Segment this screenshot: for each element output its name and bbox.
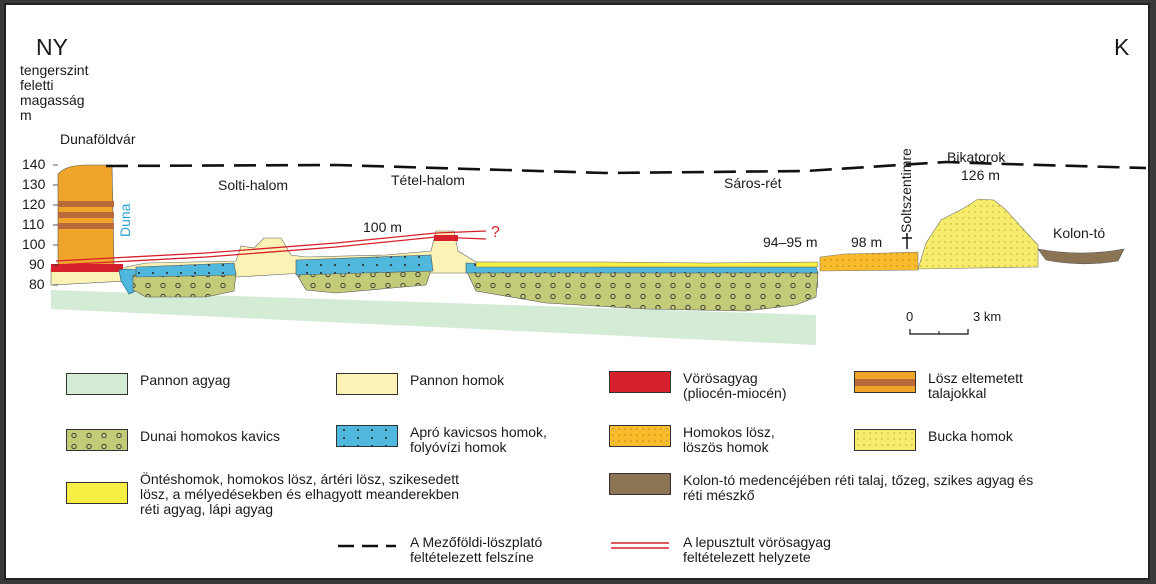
place-bikatorok: Bikatorok	[947, 150, 1005, 165]
legend-label: Pannon homok	[410, 373, 504, 388]
axis-title-line-4: m	[20, 108, 88, 123]
legend-label: Vörösagyag (pliocén-miocén)	[683, 371, 786, 401]
axis-title: tengerszint feletti magasság m	[20, 63, 88, 123]
axis-title-line-3: magasság	[20, 93, 88, 108]
place-saros-ret: Sáros-rét	[724, 176, 782, 191]
place-soltszentimre: Soltszentimre	[899, 148, 914, 233]
gravel-lens-saros	[466, 270, 818, 311]
elevation-saros: 94–95 m	[763, 235, 817, 250]
legend-bucka-homok: Bucka homok	[854, 429, 1013, 451]
swatch-homokos-losz	[609, 425, 671, 447]
legend-label: Pannon agyag	[140, 373, 230, 388]
legend-homokos-losz: Homokos lösz, löszös homok	[609, 425, 775, 455]
elevation-tetel: 100 m	[363, 220, 402, 235]
y-tick-label: 140	[22, 157, 45, 172]
swatch-pannon-homok	[336, 373, 398, 395]
legend-dunai-kavics: Dunai homokos kavics	[66, 429, 280, 451]
swatch-loszplato	[336, 535, 398, 557]
legend-label: Kolon-tó medencéjében réti talaj, tőzeg,…	[683, 473, 1033, 503]
swatch-apro-kavicsos	[336, 425, 398, 447]
legend-onteshomok: Öntéshomok, homokos lösz, ártéri lösz, s…	[66, 472, 459, 517]
elevation-question-mark: ?	[491, 225, 500, 242]
legend-label: Homokos lösz, löszös homok	[683, 425, 775, 455]
swatch-vorosagyag	[609, 371, 671, 393]
scale-distance-label: 3 km	[973, 310, 1001, 324]
elevation-bikatorok: 126 m	[961, 168, 1000, 183]
swatch-bucka-homok	[854, 429, 916, 451]
legend-lepusztult: A lepusztult vörösagyag feltételezett he…	[609, 535, 831, 565]
figure-frame: NY K tengerszint feletti magasság m 140 …	[4, 3, 1150, 580]
west-direction-label: NY	[36, 35, 68, 59]
legend-label: A lepusztult vörösagyag feltételezett he…	[683, 535, 831, 565]
elevation-east-plain: 98 m	[851, 235, 882, 250]
legend-losz-talaj: Lösz eltemetett talajokkal	[854, 371, 1023, 401]
place-kolon-to: Kolon-tó	[1053, 226, 1105, 241]
place-duna: Duna	[118, 204, 133, 237]
legend-pannon-homok: Pannon homok	[336, 373, 504, 395]
bikatorok-dune	[918, 199, 1038, 269]
swatch-kolon-to-medence	[609, 473, 671, 495]
legend-label: Apró kavicsos homok, folyóvízi homok	[410, 425, 547, 455]
east-direction-label: K	[1114, 35, 1129, 59]
place-tetel-halom: Tétel-halom	[391, 173, 465, 188]
swatch-lepusztult	[609, 535, 671, 557]
axis-title-line-2: feletti	[20, 78, 88, 93]
swatch-pannon-agyag	[66, 373, 128, 395]
swatch-dunai-kavics	[66, 429, 128, 451]
place-solti-halom: Solti-halom	[218, 178, 288, 193]
kolon-to-basin	[1038, 249, 1124, 264]
y-tick-label: 100	[22, 237, 45, 252]
legend-kolon-to-medence: Kolon-tó medencéjében réti talaj, tőzeg,…	[609, 473, 1033, 503]
legend-label: Lösz eltemetett talajokkal	[928, 371, 1023, 401]
swatch-losz-talaj	[854, 371, 916, 393]
east-plain-sandy-loess	[820, 252, 918, 271]
axis-title-line-1: tengerszint	[20, 63, 88, 78]
scale-zero-label: 0	[906, 310, 913, 324]
y-tick-label: 80	[29, 277, 45, 292]
swatch-onteshomok	[66, 482, 128, 504]
legend-label: A Mezőföldi-löszplató feltételezett fels…	[410, 535, 542, 565]
legend-apro-kavicsos: Apró kavicsos homok, folyóvízi homok	[336, 425, 547, 455]
legend-loszplato: A Mezőföldi-löszplató feltételezett fels…	[336, 535, 542, 565]
y-tick-label: 130	[22, 177, 45, 192]
legend-label: Bucka homok	[928, 429, 1013, 444]
place-dunafoldvar: Dunaföldvár	[60, 132, 136, 147]
legend-pannon-agyag: Pannon agyag	[66, 373, 230, 395]
legend-label: Öntéshomok, homokos lösz, ártéri lösz, s…	[140, 472, 459, 517]
surface-onteshomok	[476, 262, 818, 267]
y-tick-label: 90	[29, 257, 45, 272]
legend-label: Dunai homokos kavics	[140, 429, 280, 444]
y-tick-label: 120	[22, 197, 45, 212]
legend-vorosagyag: Vörösagyag (pliocén-miocén)	[609, 371, 786, 401]
y-tick-label: 110	[22, 217, 44, 232]
